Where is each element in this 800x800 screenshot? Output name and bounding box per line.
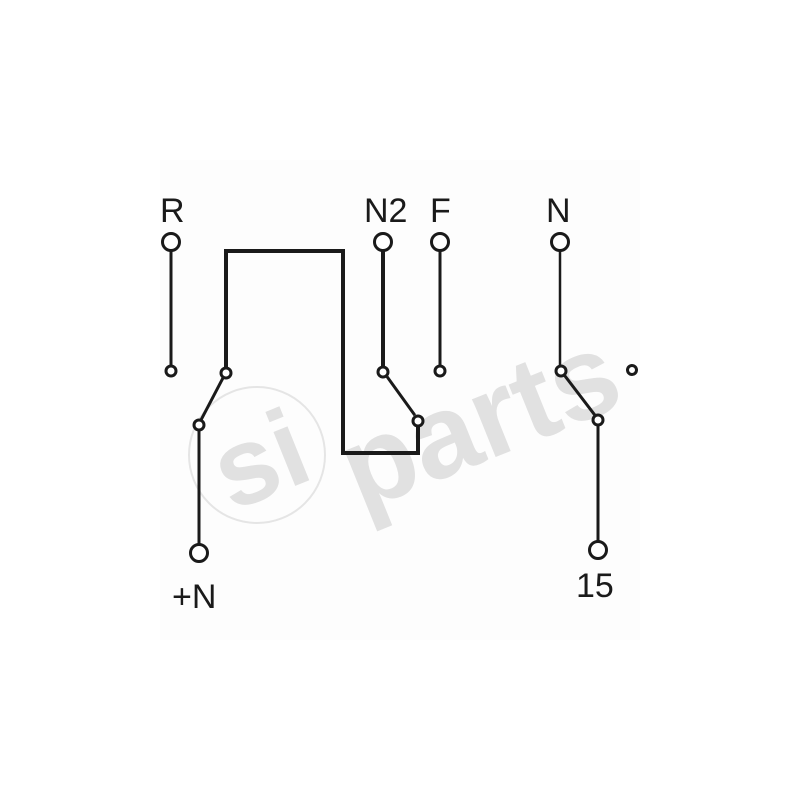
terminal-label-plus-n: +N xyxy=(172,578,216,616)
wire-bridge-loop xyxy=(224,249,420,455)
terminal-label-f: F xyxy=(430,192,451,230)
terminal-label-r: R xyxy=(160,192,185,230)
watermark-circle xyxy=(188,386,326,524)
contact-bridge-pivot xyxy=(411,414,425,428)
terminal-15 xyxy=(588,540,608,560)
switch-blade-left xyxy=(198,373,227,423)
terminal-plus-n xyxy=(189,543,209,563)
contact-unused xyxy=(626,364,638,376)
terminal-label-15: 15 xyxy=(576,567,614,605)
switch-blade-middle xyxy=(385,375,417,417)
contact-n2 xyxy=(376,365,390,379)
contact-r xyxy=(164,364,178,378)
terminal-r xyxy=(161,232,181,252)
contact-plus-n-pivot xyxy=(192,418,206,432)
terminal-n xyxy=(550,232,570,252)
switch-blade-right xyxy=(562,373,597,417)
terminals xyxy=(161,232,608,563)
contacts xyxy=(164,364,638,432)
terminal-label-n2: N2 xyxy=(364,192,407,230)
terminal-label-n: N xyxy=(546,192,571,230)
wires xyxy=(169,248,600,547)
terminal-f xyxy=(430,232,450,252)
contact-bridge-left xyxy=(219,366,233,380)
contact-n xyxy=(554,364,568,378)
contact-15-pivot xyxy=(591,413,605,427)
terminal-n2 xyxy=(373,232,393,252)
contact-f xyxy=(433,364,447,378)
